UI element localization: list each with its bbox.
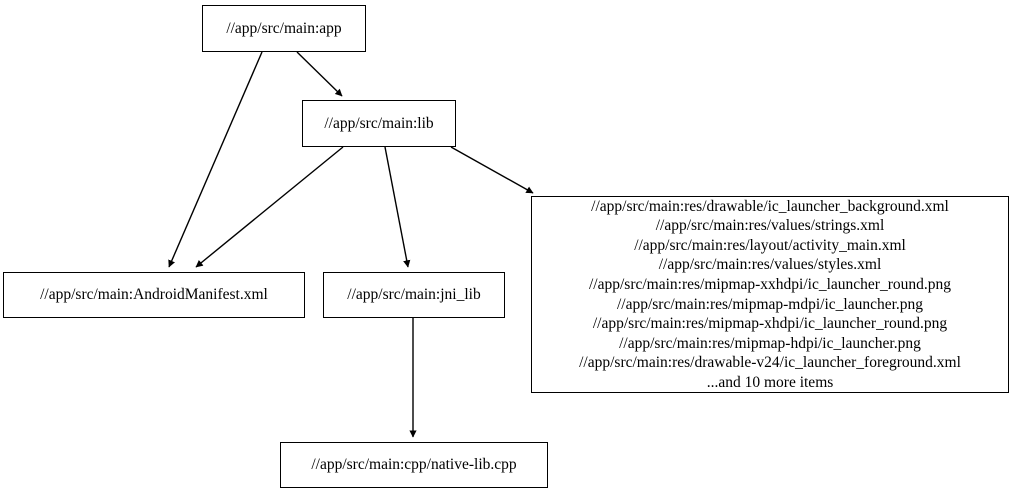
node-app[interactable]: //app/src/main:app <box>202 5 366 52</box>
node-app-label: //app/src/main:app <box>226 19 342 37</box>
node-androidmanifest[interactable]: //app/src/main:AndroidManifest.xml <box>3 272 305 318</box>
node-lib[interactable]: //app/src/main:lib <box>302 100 456 147</box>
node-res-group-label: //app/src/main:res/drawable/ic_launcher_… <box>579 197 961 391</box>
node-androidmanifest-label: //app/src/main:AndroidManifest.xml <box>40 286 268 304</box>
node-jni-lib[interactable]: //app/src/main:jni_lib <box>323 272 505 318</box>
node-jni-lib-label: //app/src/main:jni_lib <box>347 286 481 304</box>
edge-lib-to-androidmanifest <box>195 146 344 268</box>
node-native-lib-cpp-label: //app/src/main:cpp/native-lib.cpp <box>311 456 517 474</box>
edge-app-to-androidmanifest <box>168 51 263 268</box>
node-res-group[interactable]: //app/src/main:res/drawable/ic_launcher_… <box>531 196 1009 393</box>
edge-lib-to-res-group <box>450 146 534 194</box>
edge-lib-to-jni-lib <box>384 146 411 268</box>
node-lib-label: //app/src/main:lib <box>324 114 434 132</box>
node-native-lib-cpp[interactable]: //app/src/main:cpp/native-lib.cpp <box>280 442 548 488</box>
edge-app-to-lib <box>296 51 343 97</box>
